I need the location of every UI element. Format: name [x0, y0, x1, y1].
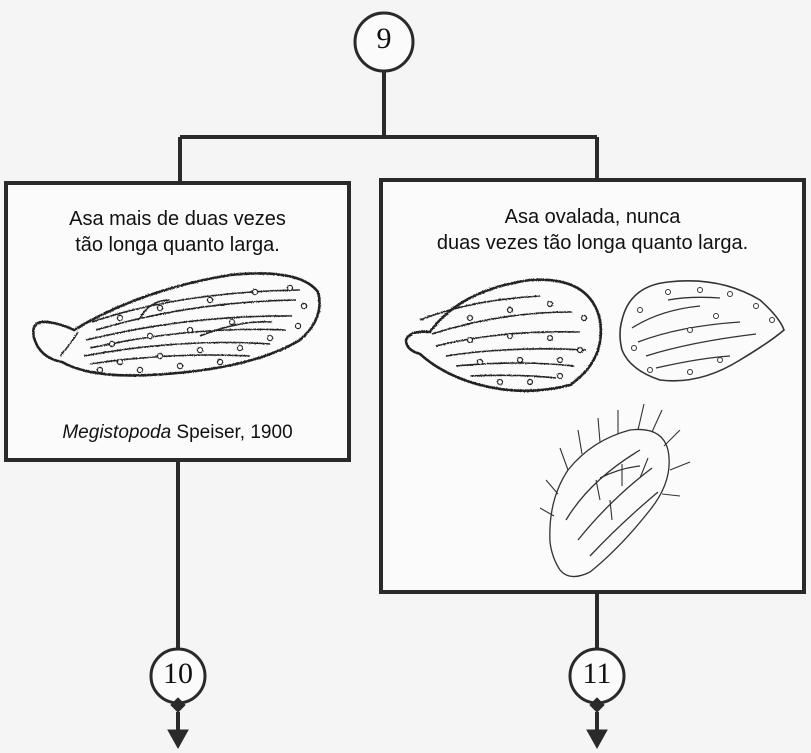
ovate-wing-b-illustration	[619, 280, 785, 382]
left-box-line2: tão longa quanto larga.	[75, 234, 280, 256]
node-11-label: 11	[582, 657, 612, 690]
caption-genus: Megistopoda	[62, 422, 172, 443]
elongated-wing-illustration	[32, 272, 321, 377]
left-box-line1: Asa mais de duas vezes	[69, 208, 286, 230]
arrow-down-icon-left	[167, 697, 189, 750]
left-box-text: Asa mais de duas vezes tão longa quanto …	[10, 206, 345, 258]
setose-wing-illustration	[539, 403, 691, 578]
right-box-line2: duas vezes tão longa quanto larga.	[436, 232, 749, 254]
right-box-line1: Asa ovalada, nunca	[504, 206, 681, 228]
arrow-down-icon-right	[586, 697, 608, 750]
node-9-label: 9	[376, 22, 392, 55]
right-box-text: Asa ovalada, nunca duas vezes tão longa …	[386, 204, 799, 256]
left-box-caption: Megistopoda Speiser, 1900	[10, 422, 345, 444]
node-10-label: 10	[163, 657, 193, 690]
left-box	[4, 181, 351, 462]
caption-author: Speiser, 1900	[171, 422, 293, 443]
ovate-wing-a-illustration	[404, 278, 603, 393]
connector-lines	[176, 72, 599, 650]
node-9-circle	[353, 11, 415, 73]
